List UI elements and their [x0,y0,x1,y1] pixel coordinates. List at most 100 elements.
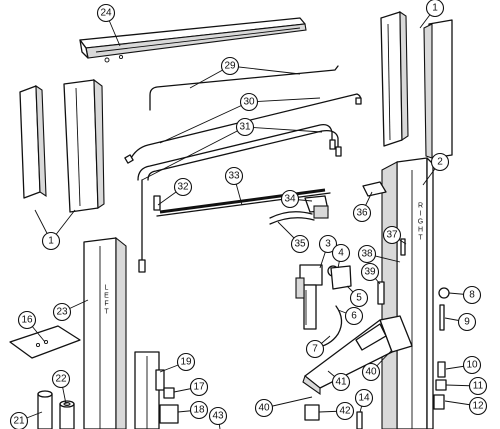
callout-circle [189,400,209,420]
lift-arms [302,315,413,396]
callout-circle [239,92,259,112]
callout-number: 31 [239,122,251,133]
column-plate [362,181,387,197]
left-covers [19,78,105,213]
callout-number: 41 [335,377,347,388]
hose-clamp-assembly [269,195,329,225]
callout-circle [360,262,380,282]
leader-line [244,126,323,133]
leader-line [141,126,246,181]
callout-number: 40 [258,403,270,414]
callout-10: 10 [462,355,482,375]
callout-circle [352,203,372,223]
equalizer-cable [153,188,331,217]
callout-32: 32 [173,177,193,197]
callout-circle [235,117,255,137]
callout-circle [176,352,196,372]
callout-number: 39 [364,267,376,278]
callout-circle [430,152,450,172]
callout-17: 17 [189,377,209,397]
callout-5: 5 [349,288,369,308]
callout-16: 16 [17,310,37,330]
callout-number: 30 [243,97,255,108]
callout-number: 16 [21,315,33,326]
callout-circle [344,306,364,326]
callout-number: 19 [180,357,192,368]
callout-number: 5 [356,293,362,304]
callout-number: 38 [361,249,373,260]
callout-number: 18 [193,405,205,416]
callout-24: 24 [96,3,116,23]
callout-number: 1 [432,3,438,14]
callout-35: 35 [290,234,310,254]
callout-39: 39 [360,262,380,282]
callout-circle [9,411,29,429]
column-label-letter: E [104,293,110,300]
callout-number: 24 [100,8,112,19]
callout-circle [224,166,244,186]
column-label-letter: F [104,301,109,308]
callout-11: 11 [468,376,488,396]
callout-23: 23 [52,302,72,322]
spacer-cylinders [37,390,75,429]
callout-number: 21 [13,416,25,427]
callout-circle [52,302,72,322]
callout-40: 40 [254,398,274,418]
callout-43: 43 [208,406,228,426]
carriage-assembly [295,264,352,349]
callout-number: 33 [228,171,240,182]
callout-number: 3 [325,239,331,250]
callout-circle [17,310,37,330]
callout-number: 7 [312,344,318,355]
callout-8: 8 [462,285,482,305]
leader-line [229,65,301,75]
callout-1: 1 [425,0,445,18]
callout-31: 31 [235,117,255,137]
callout-number: 42 [339,406,351,417]
column-label-letter: R [418,203,424,210]
callout-circle [208,406,228,426]
left-column [83,236,127,429]
callout-circle [357,244,377,264]
callout-circle [305,339,325,359]
callout-1: 1 [41,231,61,251]
callout-number: 40 [365,367,377,378]
callout-18: 18 [189,400,209,420]
callout-number: 36 [356,208,368,219]
callout-9: 9 [457,312,477,332]
callout-circle [349,288,369,308]
callout-number: 37 [386,230,398,241]
callout-33: 33 [224,166,244,186]
callout-circle [331,372,351,392]
column-label-letter: H [418,227,424,234]
callout-37: 37 [382,225,402,245]
callout-circle [335,401,355,421]
callout-number: 23 [56,307,68,318]
callout-41: 41 [331,372,351,392]
callout-2: 2 [430,152,450,172]
callout-circle [220,56,240,76]
callout-14: 14 [354,388,374,408]
callout-number: 8 [469,290,475,301]
callout-30: 30 [239,92,259,112]
callout-36: 36 [352,203,372,223]
callout-circle [254,398,274,418]
overhead-channel [79,17,307,63]
callout-number: 14 [358,393,370,404]
callout-12: 12 [468,396,488,416]
callout-19: 19 [176,352,196,372]
callout-42: 42 [335,401,355,421]
right-column [381,157,434,429]
callout-circle [468,396,488,416]
callout-circle [382,225,402,245]
callout-circle [280,189,300,209]
callout-number: 1 [48,236,54,247]
callout-circle [425,0,445,18]
column-label-letter: T [104,309,109,316]
callout-number: 29 [224,61,236,72]
column-label-letter: T [418,235,423,242]
column-label-letter: L [105,285,110,292]
